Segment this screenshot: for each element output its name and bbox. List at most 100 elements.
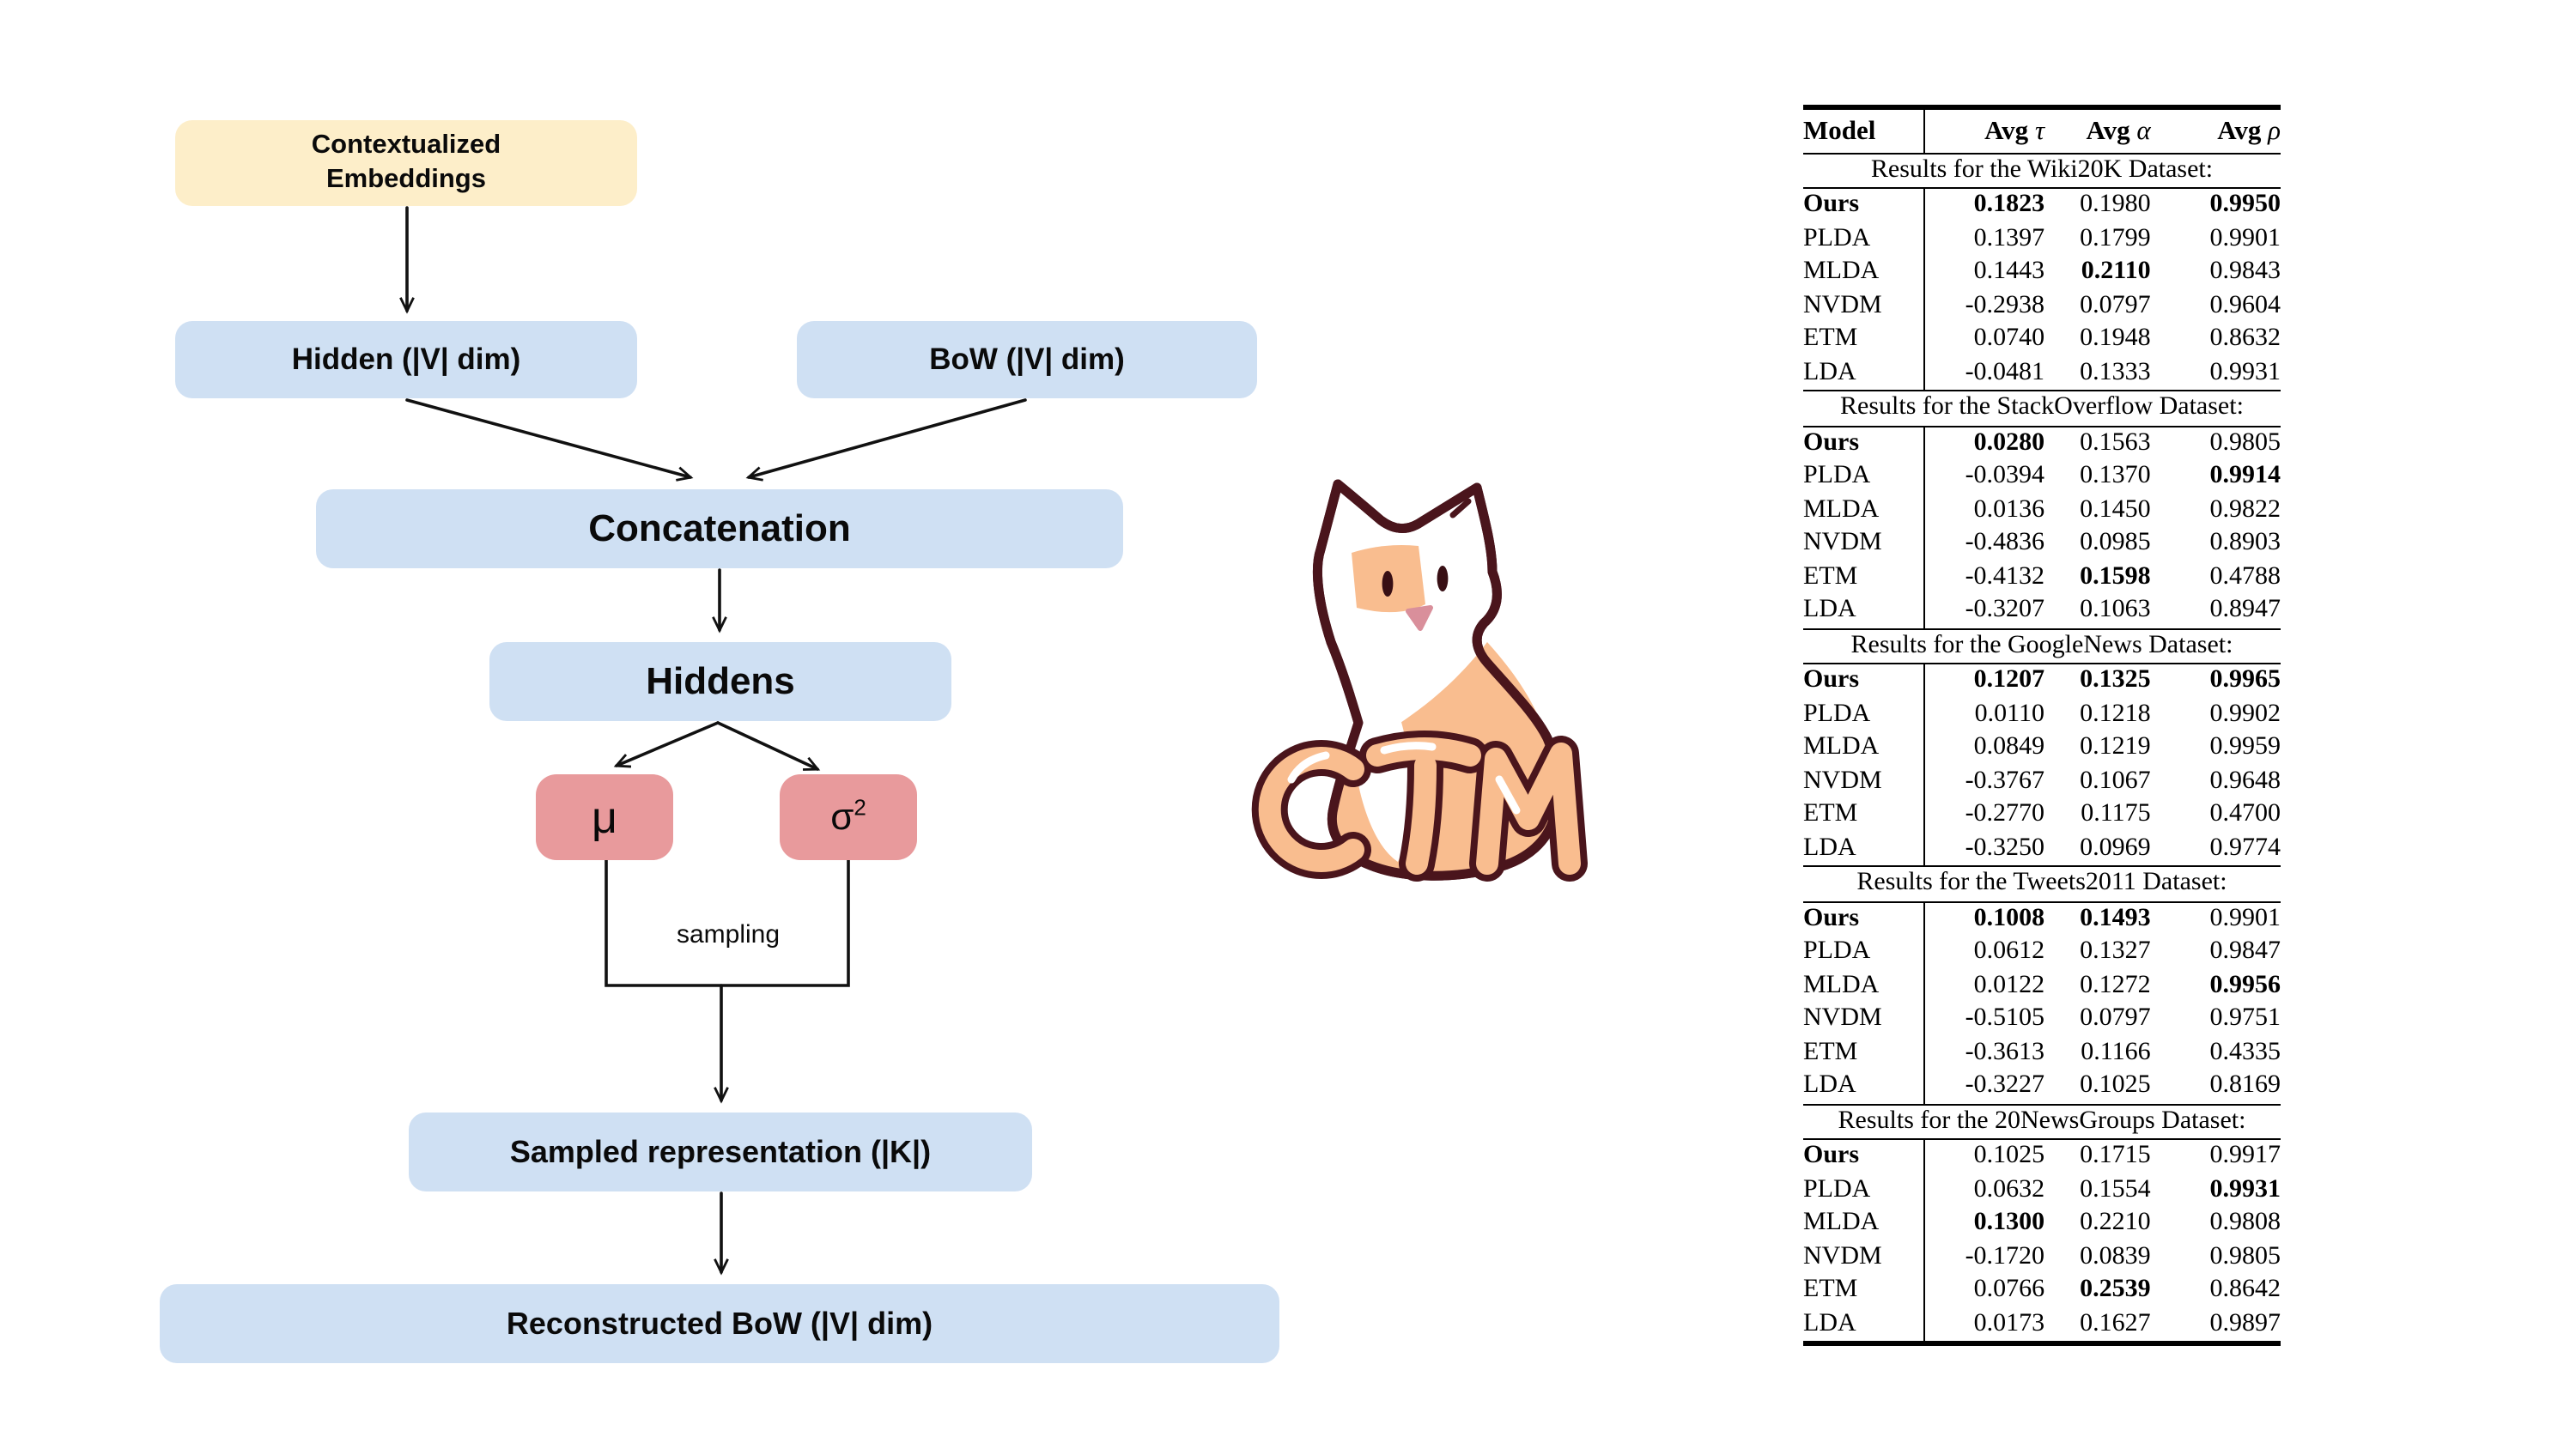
section-title-row: Results for the Tweets2011 Dataset: — [1803, 865, 2281, 902]
cell-tau: -0.3250 — [1965, 834, 2045, 861]
cell-alpha: 0.2539 — [2080, 1276, 2151, 1303]
cell-tau: -0.4132 — [1965, 562, 2045, 590]
cell-rho: 0.8642 — [2209, 1276, 2281, 1303]
cell-tau: 0.0173 — [1973, 1309, 2045, 1337]
cell-tau: -0.0481 — [1965, 358, 2045, 385]
arrow-hidden-to-concat — [405, 398, 694, 482]
cell-alpha: 0.1025 — [2080, 1071, 2151, 1099]
section-title: Results for the Wiki20K Dataset: — [1803, 152, 2281, 189]
cell-rho: 0.9648 — [2209, 767, 2281, 794]
cell-alpha: 0.1175 — [2081, 800, 2151, 828]
cell-tau: 0.1397 — [1973, 224, 2045, 252]
cell-rho: 0.9808 — [2209, 1209, 2281, 1236]
cell-alpha: 0.1554 — [2080, 1175, 2151, 1203]
node-label: σ2 — [830, 794, 866, 838]
col-header-model: Model — [1803, 107, 1925, 154]
cell-rho: 0.8947 — [2209, 596, 2281, 623]
cell-model: MLDA — [1803, 969, 1925, 1003]
table-header-row: Model Avg τ Avg α Avg ρ — [1803, 107, 2281, 154]
cell-alpha: 0.1166 — [2081, 1038, 2151, 1065]
arrow-hiddens-to-sigma — [716, 721, 821, 771]
cell-alpha: 0.1980 — [2080, 191, 2151, 218]
col-header-avg-alpha: Avg α — [2044, 107, 2151, 154]
cell-alpha: 0.2110 — [2081, 258, 2151, 285]
cell-rho: 0.9959 — [2209, 733, 2281, 761]
section-title-row: Results for the 20NewsGroups Dataset: — [1803, 1103, 2281, 1140]
cell-alpha: 0.1218 — [2080, 700, 2151, 727]
cell-rho: 0.8903 — [2209, 529, 2281, 556]
cell-rho: 0.9931 — [2209, 1175, 2281, 1203]
cell-alpha: 0.1493 — [2080, 904, 2151, 931]
cell-rho: 0.4700 — [2209, 800, 2281, 828]
cell-tau: 0.1207 — [1973, 666, 2045, 694]
letter-c-highlight — [1287, 751, 1330, 784]
cell-tau: -0.4836 — [1965, 529, 2045, 556]
cell-model: LDA — [1803, 1307, 1925, 1343]
cell-alpha: 0.1333 — [2080, 358, 2151, 385]
sampling-connector — [605, 858, 850, 987]
node-label: Reconstructed BoW (|V| dim) — [506, 1306, 933, 1340]
node-label: Embeddings — [325, 165, 486, 194]
section-title-row: Results for the Wiki20K Dataset: — [1803, 152, 2281, 189]
cell-model: Ours — [1803, 664, 1925, 698]
cell-alpha: 0.0985 — [2080, 529, 2151, 556]
cell-rho: 0.9917 — [2209, 1142, 2281, 1169]
cat-nose — [1406, 605, 1433, 631]
node-hidden: Hidden (|V| dim) — [175, 321, 637, 398]
cell-alpha: 0.1063 — [2080, 596, 2151, 623]
cell-model: MLDA — [1803, 494, 1925, 527]
cell-tau: -0.3207 — [1965, 596, 2045, 623]
cell-tau: 0.1025 — [1973, 1142, 2045, 1169]
cell-model: PLDA — [1803, 460, 1925, 494]
cell-tau: -0.2770 — [1965, 800, 2045, 828]
node-bow: BoW (|V| dim) — [797, 321, 1257, 398]
cell-model: LDA — [1803, 832, 1925, 866]
cell-alpha: 0.0797 — [2080, 1004, 2151, 1032]
cell-model: MLDA — [1803, 256, 1925, 289]
cell-alpha: 0.0797 — [2080, 291, 2151, 318]
node-label: Sampled representation (|K|) — [509, 1134, 932, 1168]
cell-tau: 0.0110 — [1974, 700, 2045, 727]
cell-alpha: 0.1325 — [2080, 666, 2151, 694]
cell-alpha: 0.1799 — [2080, 224, 2151, 252]
cell-model: NVDM — [1803, 765, 1925, 798]
cell-model: NVDM — [1803, 1003, 1925, 1036]
cell-model: Ours — [1803, 426, 1925, 460]
cell-model: ETM — [1803, 1274, 1925, 1307]
cell-alpha: 0.1715 — [2080, 1142, 2151, 1169]
cell-model: PLDA — [1803, 1173, 1925, 1207]
cell-model: LDA — [1803, 1070, 1925, 1104]
cell-tau: -0.3767 — [1965, 767, 2045, 794]
section-title: Results for the StackOverflow Dataset: — [1803, 390, 2281, 427]
cell-rho: 0.8632 — [2209, 324, 2281, 352]
cell-tau: 0.1823 — [1973, 191, 2045, 218]
node-contextualized-embeddings: Contextualized Embeddings — [175, 120, 637, 206]
node-label: BoW (|V| dim) — [929, 342, 1125, 376]
cell-tau: 0.1300 — [1973, 1209, 2045, 1236]
cell-rho: 0.9901 — [2209, 224, 2281, 252]
cell-rho: 0.9822 — [2209, 495, 2281, 523]
cell-alpha: 0.0839 — [2080, 1242, 2151, 1270]
sampling-edge-label: sampling — [627, 920, 829, 949]
node-sampled-representation: Sampled representation (|K|) — [409, 1113, 1032, 1191]
cell-rho: 0.9914 — [2209, 462, 2281, 489]
node-mu: μ — [536, 774, 673, 860]
cell-model: ETM — [1803, 323, 1925, 356]
cat-ear-line — [1449, 498, 1472, 518]
cell-model: NVDM — [1803, 1240, 1925, 1274]
cell-rho: 0.9843 — [2209, 258, 2281, 285]
cell-rho: 0.9902 — [2209, 700, 2281, 727]
cell-tau: -0.1720 — [1965, 1242, 2045, 1270]
